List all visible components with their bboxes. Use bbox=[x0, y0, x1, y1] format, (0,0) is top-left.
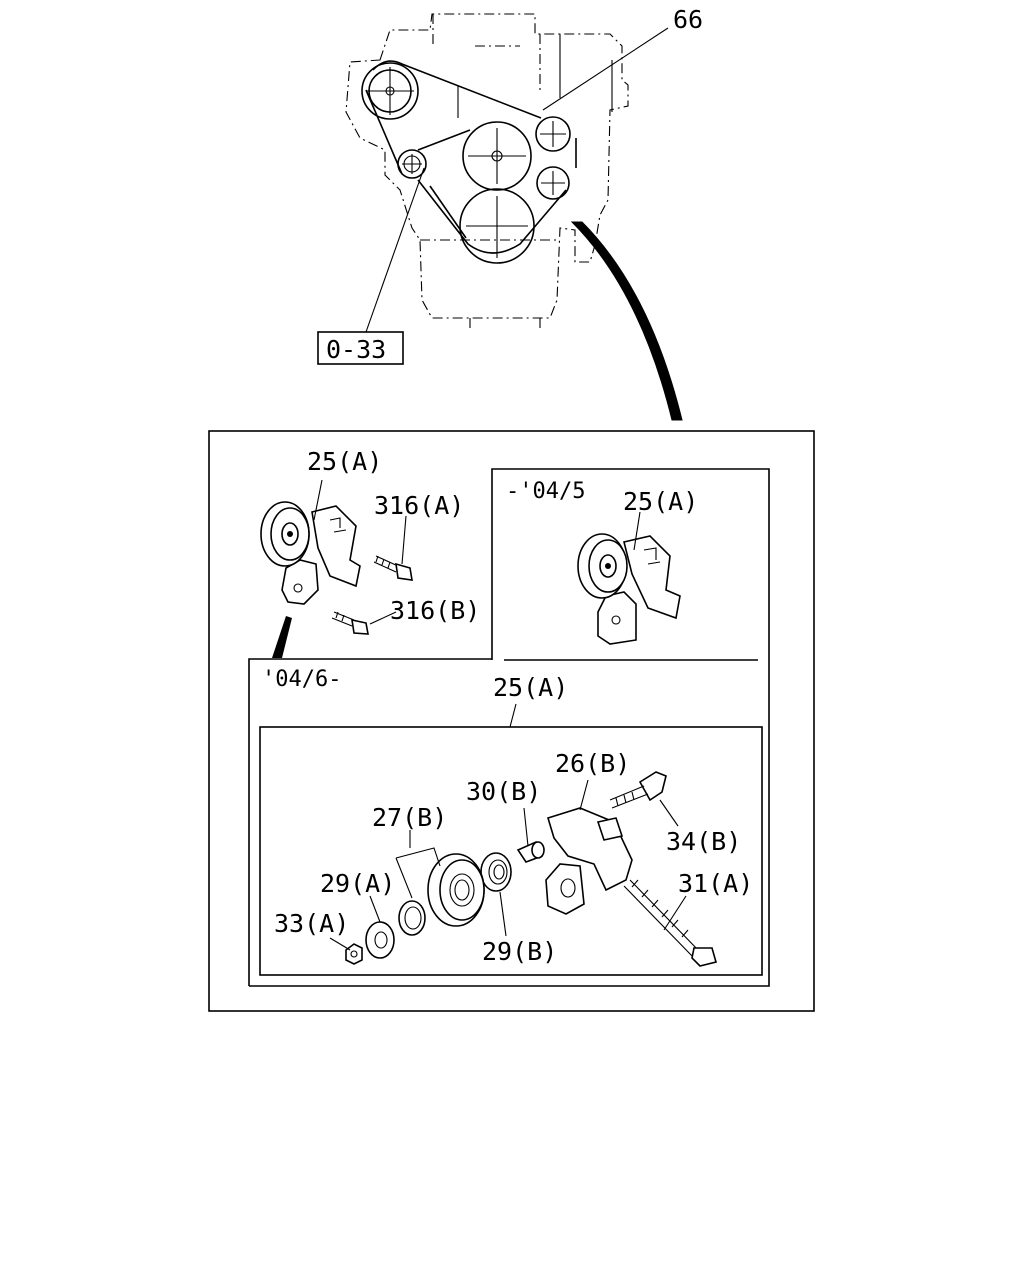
sub-view-pointer bbox=[272, 616, 292, 658]
bolt-b-part bbox=[331, 611, 369, 635]
bolt-b-label: 316(B) bbox=[390, 596, 480, 625]
pulley-part bbox=[427, 853, 485, 927]
tensioner-assembly-early bbox=[577, 511, 681, 645]
washer-b-part bbox=[480, 852, 512, 892]
tensioner-top-label: 25(A) bbox=[307, 447, 382, 476]
detail-pointer bbox=[570, 221, 683, 421]
nut-label: 33(A) bbox=[274, 909, 349, 938]
washer-a-part bbox=[365, 921, 395, 959]
tensioner-late-label: 25(A) bbox=[493, 673, 568, 702]
tensioner-assembly-top bbox=[260, 501, 361, 605]
late-variant-label: '04/6- bbox=[262, 667, 341, 692]
fan-pulley bbox=[462, 121, 532, 191]
crank-pulley bbox=[459, 188, 535, 264]
bushing-part bbox=[516, 840, 545, 863]
engine-front-view bbox=[345, 13, 683, 421]
pulley-label: 27(B) bbox=[372, 803, 447, 832]
pivot-bolt-part bbox=[609, 771, 667, 809]
bearing-part bbox=[398, 900, 426, 936]
tensioner-early-label: 25(A) bbox=[623, 487, 698, 516]
pulley-ref-box bbox=[317, 331, 404, 365]
exploded-view-box bbox=[259, 726, 763, 976]
belt-leader-line bbox=[542, 27, 669, 111]
pulley-leader-line bbox=[365, 167, 425, 333]
bushing-label: 30(B) bbox=[466, 777, 541, 806]
early-variant-box bbox=[491, 468, 770, 661]
tensioner-pulley bbox=[397, 149, 427, 179]
idler-pulley-lower bbox=[536, 166, 570, 200]
washer-b-label: 29(B) bbox=[482, 937, 557, 966]
detail-frame bbox=[208, 430, 815, 1012]
long-bolt-label: 31(A) bbox=[678, 869, 753, 898]
late-variant-box bbox=[248, 658, 770, 987]
pulley-ref-label: 0-33 bbox=[326, 335, 386, 364]
pivot-bolt-label: 34(B) bbox=[666, 827, 741, 856]
bolt-a-part bbox=[373, 555, 413, 581]
bracket-part bbox=[545, 807, 633, 915]
bolt-a-label: 316(A) bbox=[374, 491, 464, 520]
nut-part bbox=[345, 943, 363, 965]
long-bolt-part bbox=[623, 879, 717, 967]
bracket-label: 26(B) bbox=[555, 749, 630, 778]
alternator-pulley bbox=[361, 62, 419, 120]
idler-pulley-upper bbox=[535, 116, 571, 152]
early-variant-label: -'04/5 bbox=[506, 479, 585, 504]
belt-ref-label: 66 bbox=[673, 5, 703, 34]
washer-a-label: 29(A) bbox=[320, 869, 395, 898]
